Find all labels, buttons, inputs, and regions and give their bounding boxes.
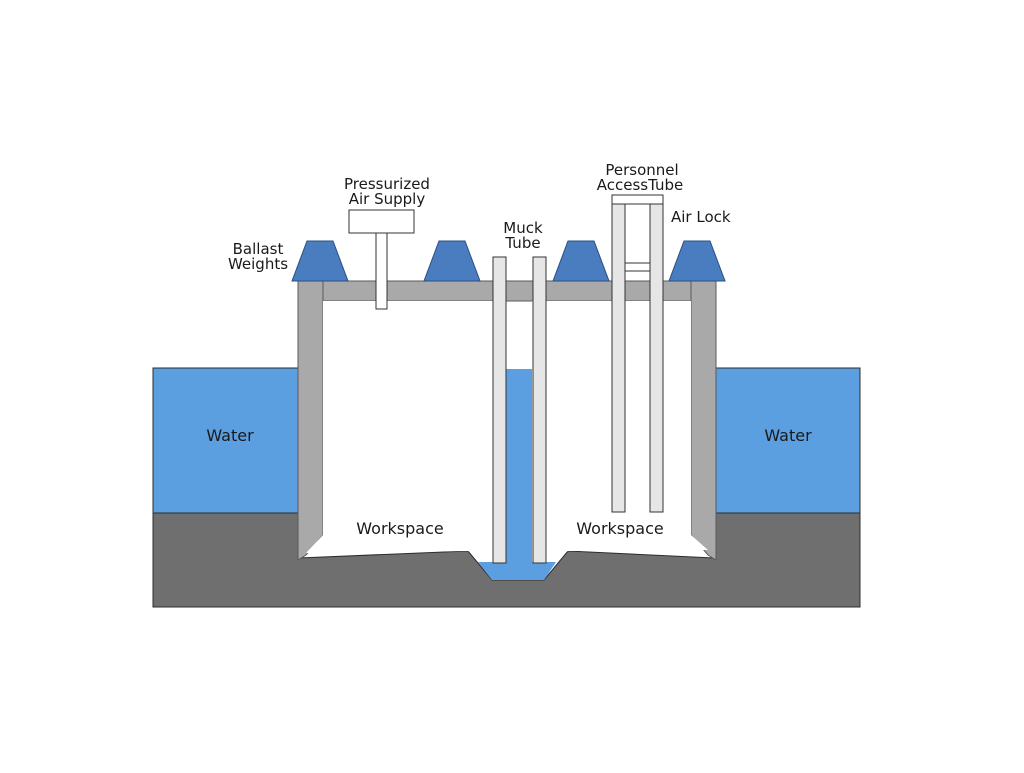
caisson-wall-left (297, 280, 324, 561)
water-right (713, 367, 861, 515)
water-right-label: Water (764, 426, 812, 445)
muck-tube-right-wall (532, 256, 547, 564)
air-supply-label-line1: Pressurized (344, 175, 430, 193)
air-lock-label: Air Lock (671, 208, 731, 226)
ballast-label-line2: Weights (228, 255, 288, 273)
workspace-left-label: Workspace (356, 519, 443, 538)
workspace-right-label: Workspace (576, 519, 663, 538)
personnel-tube-label-line1: Personnel (605, 161, 678, 179)
ballast-weight (291, 240, 349, 282)
caisson-wall-right (690, 280, 717, 561)
muck-tube-label-line1: Muck (503, 219, 543, 237)
water-left-label: Water (206, 426, 254, 445)
water-left (152, 367, 300, 515)
air-supply-box (348, 209, 415, 234)
air-supply-label-line2: Air Supply (349, 190, 426, 208)
personnel-tube-right-wall (649, 203, 664, 513)
ballast-weight (668, 240, 726, 282)
workspace-interior (306, 301, 708, 562)
ballast-weight (552, 240, 610, 282)
personnel-tube-cap (611, 194, 664, 205)
muck-tube-label-line2: Tube (504, 234, 540, 252)
air-supply-pipe (375, 232, 388, 310)
personnel-tube-left-wall (611, 203, 626, 513)
muck-water (478, 369, 556, 580)
ballast-label-line1: Ballast (233, 240, 284, 258)
ballast-weight (423, 240, 481, 282)
personnel-tube-label-line2: AccessTube (597, 176, 684, 194)
air-lock-chamber (624, 262, 651, 272)
muck-tube-left-wall (492, 256, 507, 564)
